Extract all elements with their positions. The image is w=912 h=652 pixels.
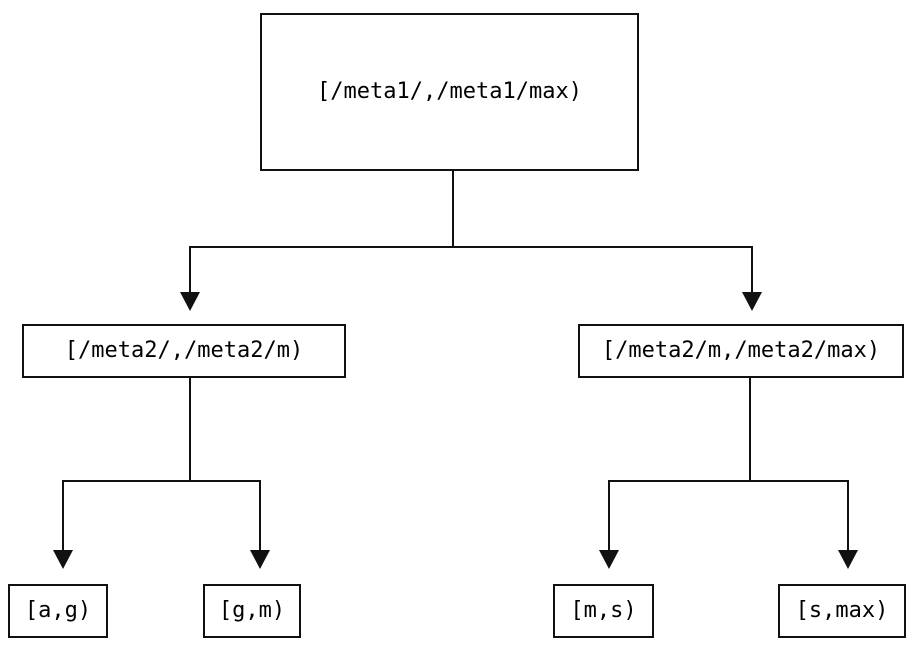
node-leaf-ag-label: [a,g) [24, 598, 92, 623]
arrowhead-ms [599, 550, 619, 569]
node-leaf-gm-label: [g,m) [218, 598, 286, 623]
node-leaf-ms-label: [m,s) [570, 598, 637, 623]
arrowhead-smax [838, 550, 858, 569]
node-leaf-ag: [a,g) [8, 584, 108, 638]
node-leaf-smax-label: [s,max) [795, 598, 889, 623]
arrowhead-ag [53, 550, 73, 569]
node-root: [/meta1/,/meta1/max) [260, 13, 639, 171]
node-leaf-smax: [s,max) [778, 584, 906, 638]
arrowhead-right [742, 292, 762, 311]
arrowhead-left [180, 292, 200, 311]
node-left-range: [/meta2/,/meta2/m) [22, 324, 346, 378]
node-right-range-label: [/meta2/m,/meta2/max) [601, 338, 881, 363]
node-leaf-gm: [g,m) [203, 584, 301, 638]
node-root-label: [/meta1/,/meta1/max) [317, 79, 582, 104]
node-left-range-label: [/meta2/,/meta2/m) [64, 338, 304, 363]
node-leaf-ms: [m,s) [553, 584, 654, 638]
node-right-range: [/meta2/m,/meta2/max) [578, 324, 904, 378]
arrowhead-gm [250, 550, 270, 569]
